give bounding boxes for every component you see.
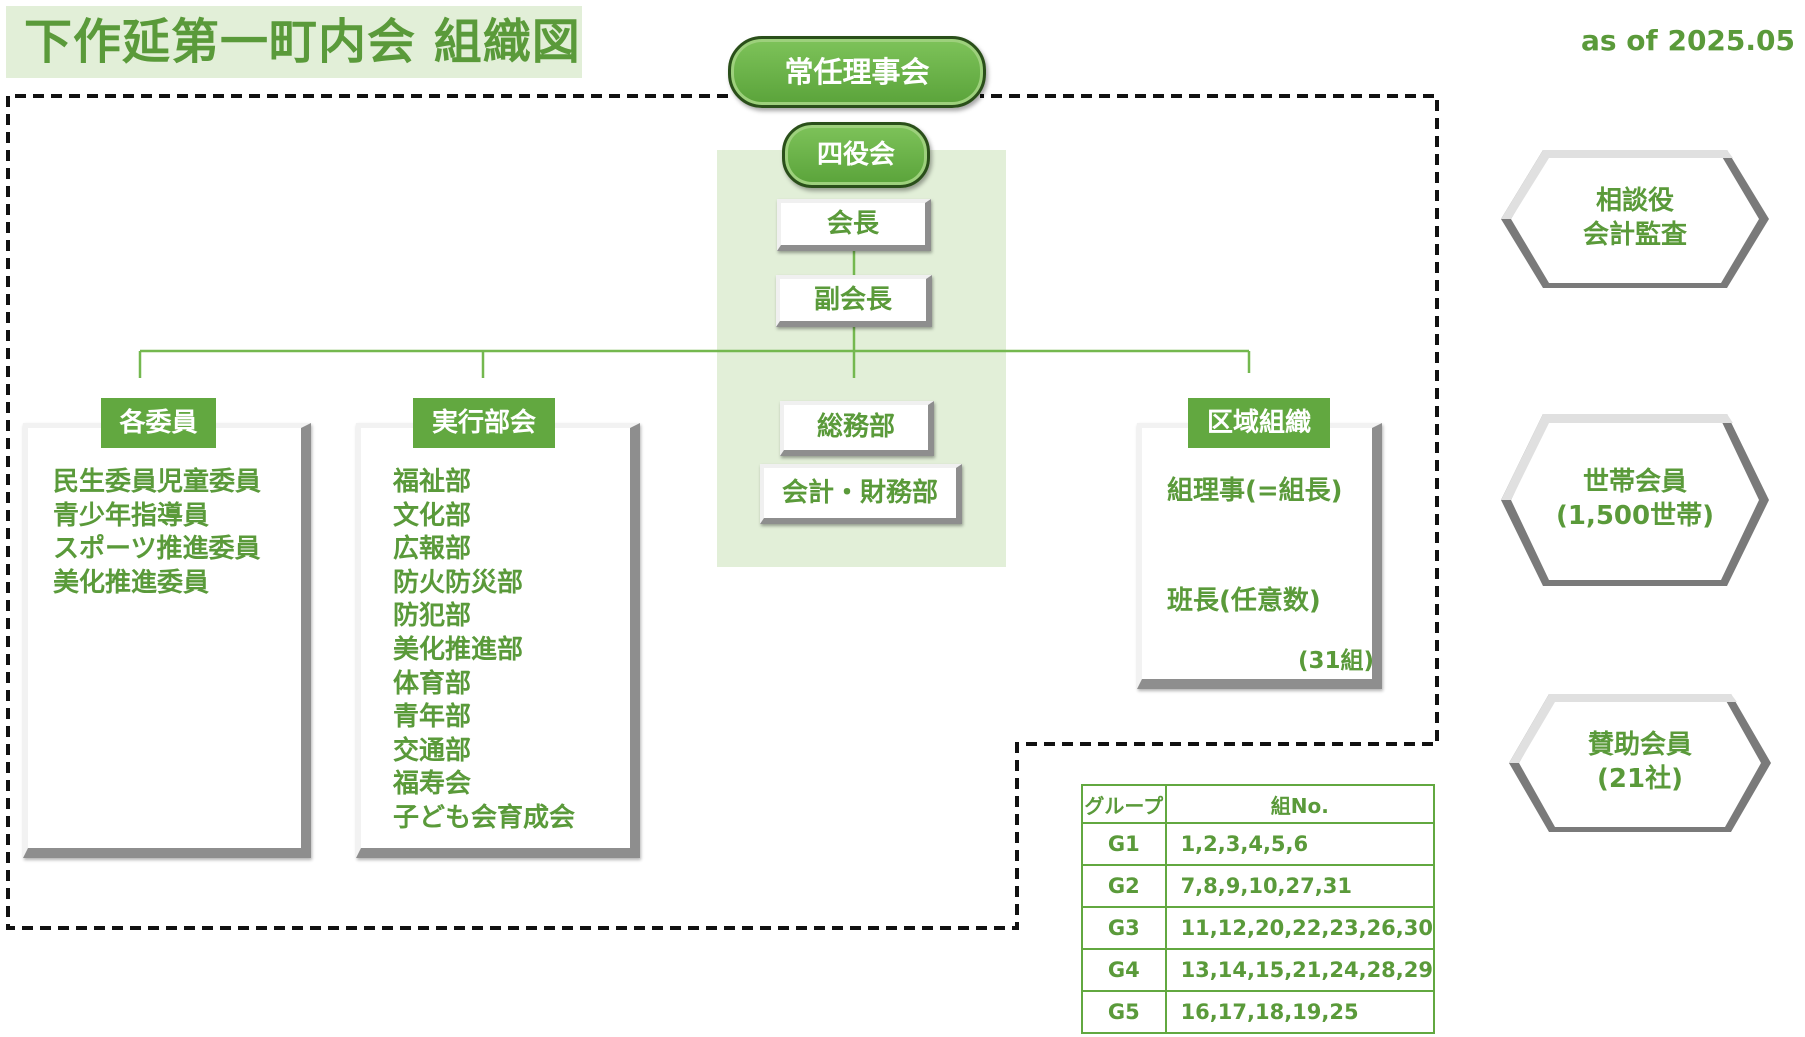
list-item: 青年部 — [393, 702, 472, 733]
household-members-hexagon: 世帯会員 (1,500世帯) — [1497, 410, 1773, 590]
executive-divisions-box — [356, 423, 640, 858]
standing-board-pill: 常任理事会 — [728, 36, 986, 108]
table-cell: G5 — [1081, 990, 1167, 1034]
hexagon-line: 相談役 — [1595, 186, 1674, 216]
vice-president-box: 副会長 — [776, 275, 932, 327]
accounting-box: 会計・財務部 — [760, 464, 962, 524]
hexagon-line: 会計監査 — [1582, 220, 1687, 250]
table-cell: 1,2,3,4,5,6 — [1164, 822, 1436, 866]
hexagon-line: (21社) — [1597, 764, 1683, 794]
page-title: 下作延第一町内会 組織図 — [6, 6, 582, 78]
list-item: 福寿会 — [393, 769, 472, 800]
list-item: 交通部 — [393, 735, 472, 766]
list-item: 美化推進部 — [393, 634, 524, 665]
general-affairs-box: 総務部 — [780, 401, 934, 456]
president-box: 会長 — [777, 199, 931, 251]
table-row: G1 1,2,3,4,5,6 — [1081, 822, 1436, 866]
committee-members-list: 民生委員児童委員 青少年指導員 スポーツ推進委員 美化推進委員 — [53, 466, 261, 600]
executive-divisions-tag: 実行部会 — [413, 398, 555, 448]
list-item: 広報部 — [393, 534, 472, 565]
table-cell: 7,8,9,10,27,31 — [1164, 864, 1436, 908]
table-row: G4 13,14,15,21,24,28,29 — [1081, 948, 1436, 992]
list-item: 防火防災部 — [393, 567, 524, 598]
district-organization-box — [1137, 423, 1382, 689]
hexagon-shape — [1501, 414, 1769, 586]
table-cell: G2 — [1081, 864, 1167, 908]
as-of-date: as of 2025.05 — [1580, 24, 1795, 57]
hexagon-shape — [1509, 694, 1771, 832]
table-row: G3 11,12,20,22,23,26,30 — [1081, 906, 1436, 950]
dashed-boundary — [6, 94, 1439, 930]
group-count-label: (31組) — [1298, 648, 1375, 674]
yakusho-pill: 四役会 — [782, 122, 930, 188]
list-item: 文化部 — [393, 500, 472, 531]
hexagon-line: 賛助会員 — [1587, 730, 1692, 760]
squad-leader-label: 班長(任意数) — [1167, 586, 1321, 616]
table-row: G2 7,8,9,10,27,31 — [1081, 864, 1436, 908]
table-cell: 13,14,15,21,24,28,29 — [1164, 948, 1436, 992]
hexagon-line: (1,500世帯) — [1555, 501, 1714, 531]
supporting-members-hexagon: 賛助会員 (21社) — [1505, 690, 1775, 836]
list-item: 福祉部 — [393, 467, 472, 497]
table-cell: G1 — [1081, 822, 1167, 866]
list-item: 民生委員児童委員 — [53, 467, 262, 497]
list-item: 防犯部 — [393, 601, 472, 632]
hexagon-shape — [1501, 150, 1769, 288]
table-header: 組No. — [1164, 784, 1436, 824]
list-item: スポーツ推進委員 — [53, 534, 261, 565]
table-cell: 11,12,20,22,23,26,30 — [1164, 906, 1436, 950]
list-item: 美化推進委員 — [53, 567, 210, 598]
org-lines — [138, 251, 1251, 567]
table-cell: G4 — [1081, 948, 1167, 992]
table-cell: 16,17,18,19,25 — [1164, 990, 1436, 1034]
committee-members-tag: 各委員 — [101, 398, 216, 448]
group-table: グループ 組No. G1 1,2,3,4,5,6 G2 7,8,9,10,27,… — [1081, 784, 1436, 1034]
table-header-row: グループ 組No. — [1081, 784, 1436, 824]
table-cell: G3 — [1081, 906, 1167, 950]
hexagon-line: 世帯会員 — [1582, 467, 1687, 497]
executive-divisions-list: 福祉部 文化部 広報部 防火防災部 防犯部 美化推進部 体育部 青年部 交通部 … — [393, 466, 575, 836]
list-item: 体育部 — [393, 668, 472, 699]
table-header: グループ — [1081, 784, 1167, 824]
table-row: G5 16,17,18,19,25 — [1081, 990, 1436, 1034]
advisor-audit-hexagon: 相談役 会計監査 — [1497, 146, 1773, 292]
list-item: 青少年指導員 — [53, 500, 210, 531]
list-item: 子ども会育成会 — [393, 802, 576, 833]
group-director-label: 組理事(=組長) — [1167, 476, 1343, 506]
district-organization-tag: 区域組織 — [1188, 398, 1330, 448]
committee-members-box — [23, 423, 311, 858]
